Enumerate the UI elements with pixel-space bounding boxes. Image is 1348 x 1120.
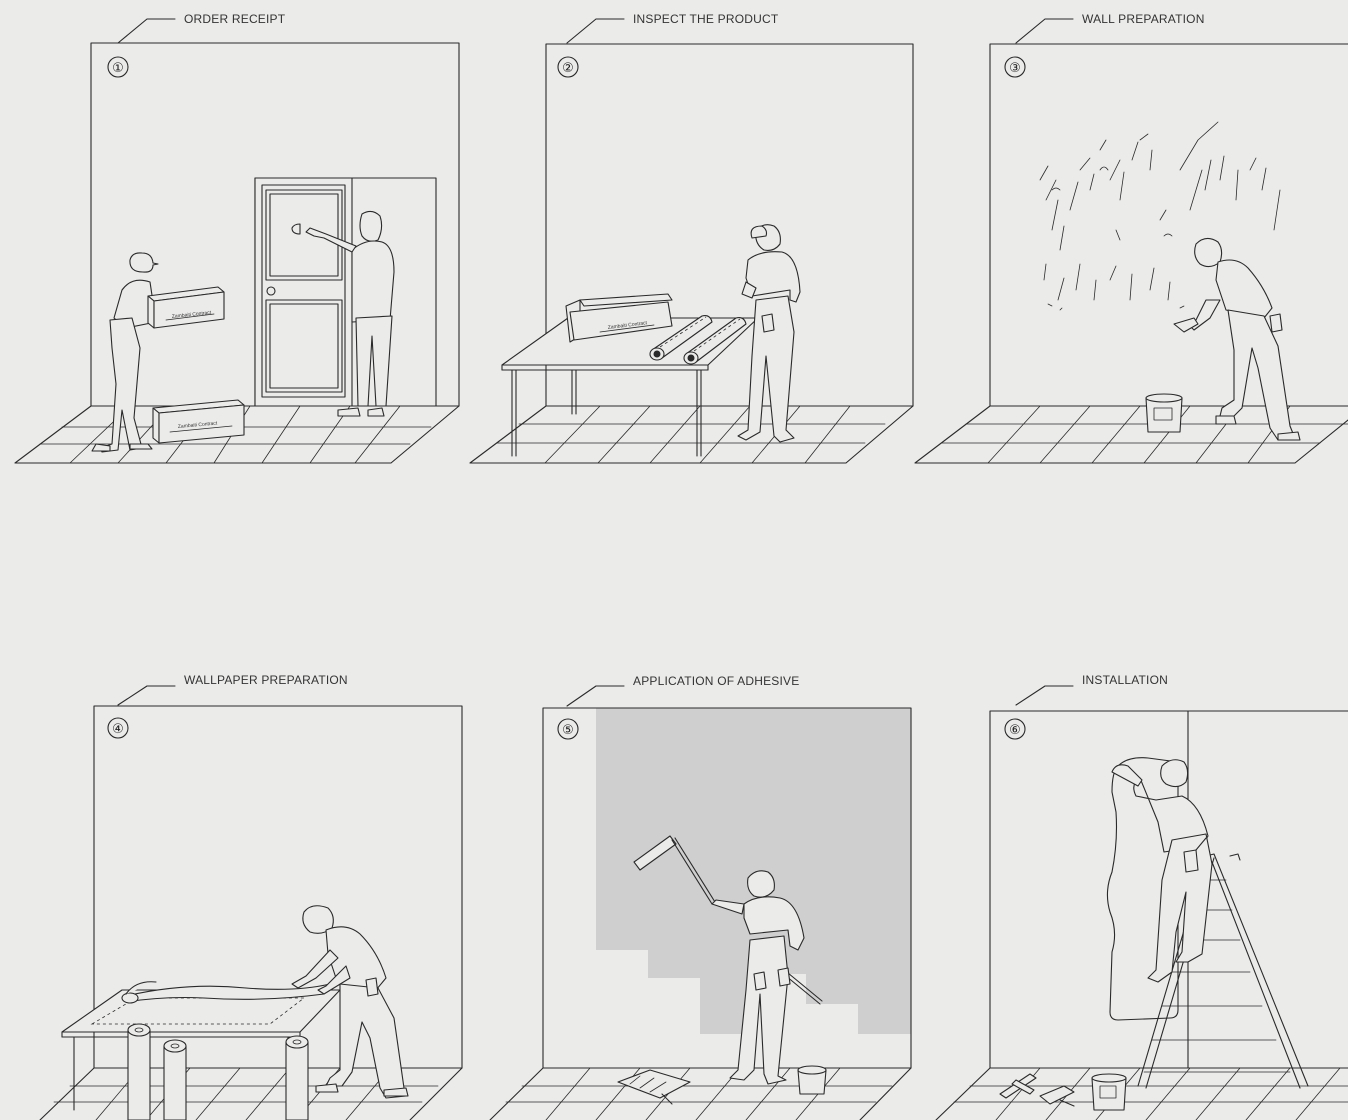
step-4-number: ④ [112,722,124,737]
worker-scraping [1174,238,1300,440]
step-5-number: ⑤ [562,723,574,738]
panel-wall-preparation: ③ [915,19,1348,463]
step-2-number: ② [562,61,574,76]
bucket [1146,394,1182,432]
panel-application-of-adhesive: ⑤ [490,686,911,1120]
step-1-number: ① [112,61,124,76]
adhesive-bucket [798,1066,826,1094]
panel-order-receipt: ① Zambaiti Contract [15,19,459,463]
standing-rolls [128,1024,308,1120]
panel-inspect-product: ② Zambaiti Contract [470,19,913,463]
step-3-number: ③ [1009,61,1021,76]
panel-installation: ⑥ [936,686,1348,1120]
floor-tools [1000,1074,1074,1106]
paint-tray [618,1070,690,1104]
step-6-number: ⑥ [1009,723,1021,738]
delivery-man [92,253,158,452]
paste-bucket [1092,1074,1126,1110]
panel-wallpaper-preparation: ④ [40,686,462,1120]
